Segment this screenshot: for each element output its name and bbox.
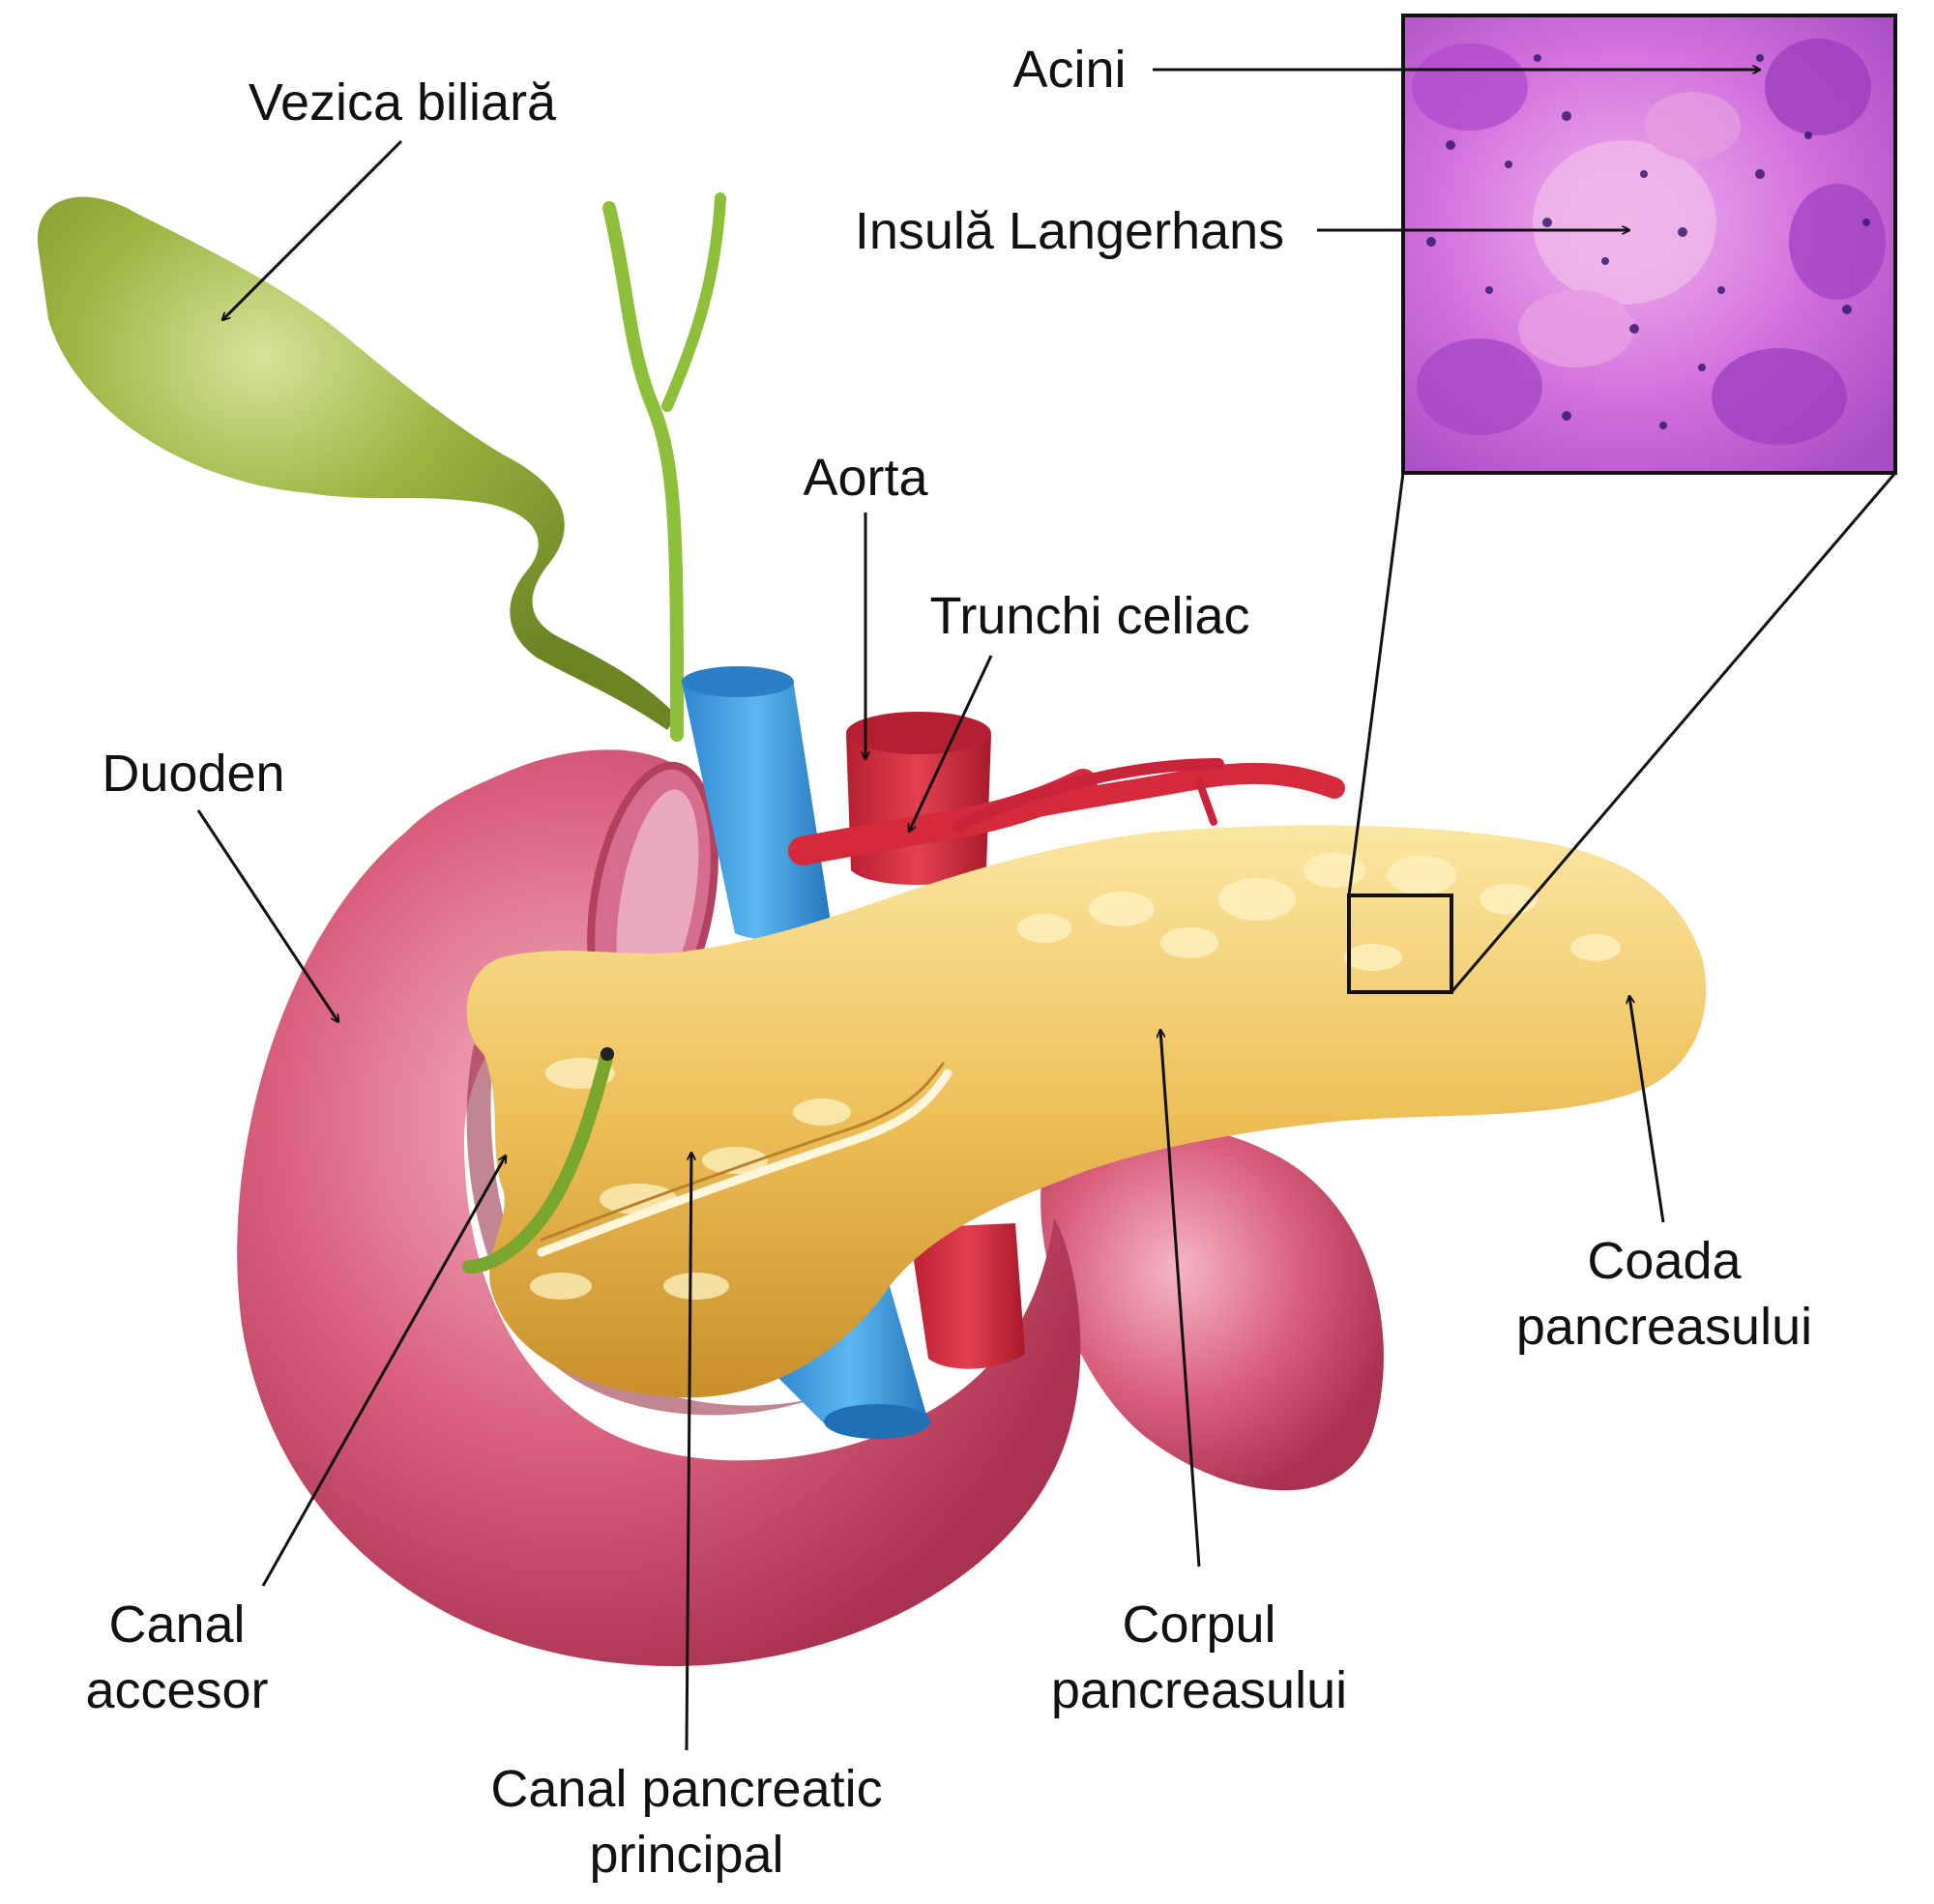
gastric-artery [1195,777,1217,826]
zoom-line-left [1347,472,1405,896]
duct-papilla [601,1047,614,1061]
label-accessory-duct-line1: Canal [108,1596,245,1654]
hepatic-duct [602,201,684,742]
pancreas-lobules [530,853,1621,1300]
sample-region-box [1347,893,1453,994]
histology-nuclei [1426,54,1870,429]
label-aorta: Aorta [803,449,928,507]
main-pancreatic-duct-edge [540,1062,945,1242]
label-gallbladder: Vezica biliară [249,73,557,132]
label-duodenum: Duoden [102,745,284,803]
arrow-celiac-trunk [909,655,993,832]
labels: Vezica biliară Duoden Aorta Trunchi celi… [85,41,1812,1884]
hepatic-artery [952,758,1224,833]
gallbladder [37,196,678,730]
label-tail-line2: pancreasului [1516,1298,1812,1356]
splenic-artery [956,762,1345,833]
main-pancreatic-duct [537,1069,952,1257]
portal-vein [682,670,832,940]
hepatic-duct-branch [661,192,726,412]
portal-vein-opening [682,666,794,697]
label-celiac-trunk: Trunchi celiac [929,587,1249,645]
jejunum-loop [1040,1123,1384,1491]
label-tail-line1: Coada [1587,1232,1742,1290]
label-main-duct-line1: Canal pancreatic [490,1760,882,1818]
label-main-duct-line2: principal [589,1826,783,1884]
pancreas [466,825,1707,1398]
label-body-line2: pancreasului [1051,1661,1347,1719]
leader-arrows [196,70,1760,1751]
arrow-accessory-duct [261,1156,506,1587]
mesenteric-vein-opening [824,1404,930,1439]
histology-frame [1401,14,1897,475]
anatomy-illustration [37,192,1707,1667]
histology-inset [1347,14,1897,993]
label-islet: Insulă Langerhans [855,202,1284,260]
arrow-gallbladder [222,139,403,320]
label-body-line1: Corpul [1122,1596,1275,1654]
label-acini: Acini [1012,41,1126,99]
aorta-opening [846,712,991,754]
duodenum [237,749,1081,1667]
histology-texture [1412,39,1886,445]
arrow-duodenum [196,809,338,1022]
label-accessory-duct-line2: accesor [85,1661,268,1719]
aorta-lower [909,1223,1025,1369]
arrow-body [1160,1030,1201,1567]
arrow-main-duct [685,1153,691,1751]
accessory-duct [462,1047,614,1274]
arrow-tail [1629,996,1665,1223]
zoom-line-right [1450,472,1897,993]
